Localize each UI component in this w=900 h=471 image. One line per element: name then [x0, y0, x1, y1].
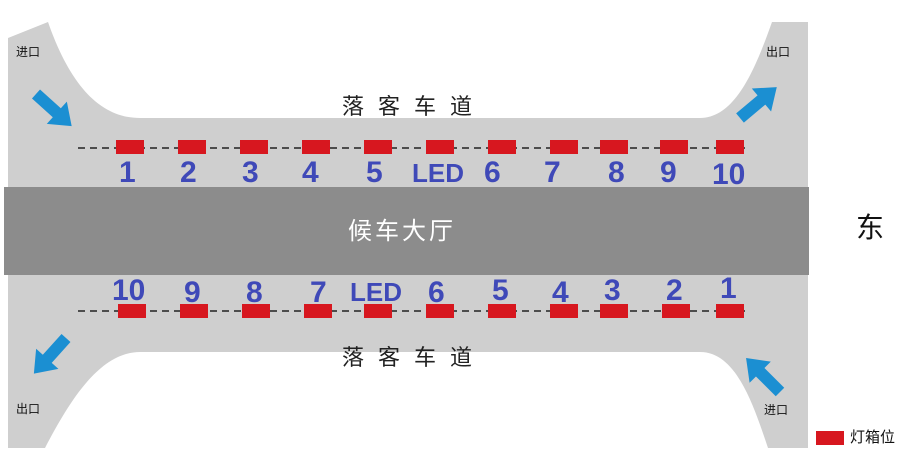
waiting-hall — [4, 187, 809, 275]
lightbox — [426, 304, 454, 318]
entry-label-bottom-right: 进口 — [764, 403, 789, 417]
lightbox — [116, 140, 144, 154]
top-lightbox-number: 7 — [544, 156, 561, 189]
top-lightbox-number: 3 — [242, 156, 259, 189]
bottom-lightbox-number: 10 — [112, 274, 146, 307]
lightbox — [302, 140, 330, 154]
lightbox — [242, 304, 270, 318]
lightbox — [662, 304, 690, 318]
bottom-lightbox-number: 7 — [310, 276, 327, 309]
lightbox — [488, 140, 516, 154]
arrow-icon — [736, 87, 777, 123]
top-lightbox-number: 5 — [366, 156, 383, 189]
curb-line-top-inner — [59, 29, 761, 101]
lane-label-top: 落客车道 — [342, 95, 487, 120]
arrow-icon — [31, 89, 72, 127]
lightbox — [240, 140, 268, 154]
lightbox — [716, 304, 744, 318]
top-lightbox-number: 6 — [484, 156, 501, 189]
lane-label-bottom: 落客车道 — [342, 346, 487, 371]
exit-label-top-right: 出口 — [766, 45, 791, 59]
bottom-lightbox-number: 8 — [246, 276, 263, 309]
top-lightboxes — [116, 140, 744, 154]
lightbox — [550, 304, 578, 318]
lightbox — [488, 304, 516, 318]
arrow-icon — [746, 358, 785, 397]
lightbox — [600, 304, 628, 318]
lightbox — [600, 140, 628, 154]
legend-label: 灯箱位 — [850, 428, 896, 446]
lightbox — [180, 304, 208, 318]
hall-label: 候车大厅 — [348, 217, 456, 245]
bottom-lightbox-number: 4 — [552, 276, 569, 309]
lightbox — [118, 304, 146, 318]
lightbox — [364, 140, 392, 154]
bottom-lightbox-number: 3 — [604, 274, 621, 307]
lightbox — [550, 140, 578, 154]
legend-swatch — [816, 431, 844, 445]
top-lightbox-number: 2 — [180, 156, 197, 189]
bottom-lightbox-number: 6 — [428, 276, 445, 309]
bottom-lightbox-number: 9 — [184, 276, 201, 309]
arrow-icon — [33, 333, 71, 374]
exit-label-bottom-left: 出口 — [16, 402, 41, 416]
lightbox — [364, 304, 392, 318]
top-lightbox-number: 10 — [712, 158, 746, 191]
bottom-lightboxes — [118, 304, 744, 318]
top-led-label: LED — [412, 158, 464, 188]
direction-label: 东 — [856, 211, 885, 244]
lightbox — [716, 140, 744, 154]
top-lightbox-number: 1 — [119, 156, 136, 189]
bottom-lightbox-number: 5 — [492, 274, 509, 307]
bottom-lightbox-number: 2 — [666, 274, 683, 307]
entry-label-top-left: 进口 — [16, 45, 41, 59]
bottom-led-label: LED — [350, 277, 402, 307]
curb-line-top — [50, 27, 768, 108]
lightbox — [304, 304, 332, 318]
top-lightbox-number: 9 — [660, 156, 677, 189]
top-lightbox-number: 4 — [302, 156, 319, 189]
lightbox — [660, 140, 688, 154]
top-lightbox-number: 8 — [608, 156, 625, 189]
lightbox — [178, 140, 206, 154]
lightbox — [426, 140, 454, 154]
bottom-lightbox-number: 1 — [720, 272, 737, 305]
